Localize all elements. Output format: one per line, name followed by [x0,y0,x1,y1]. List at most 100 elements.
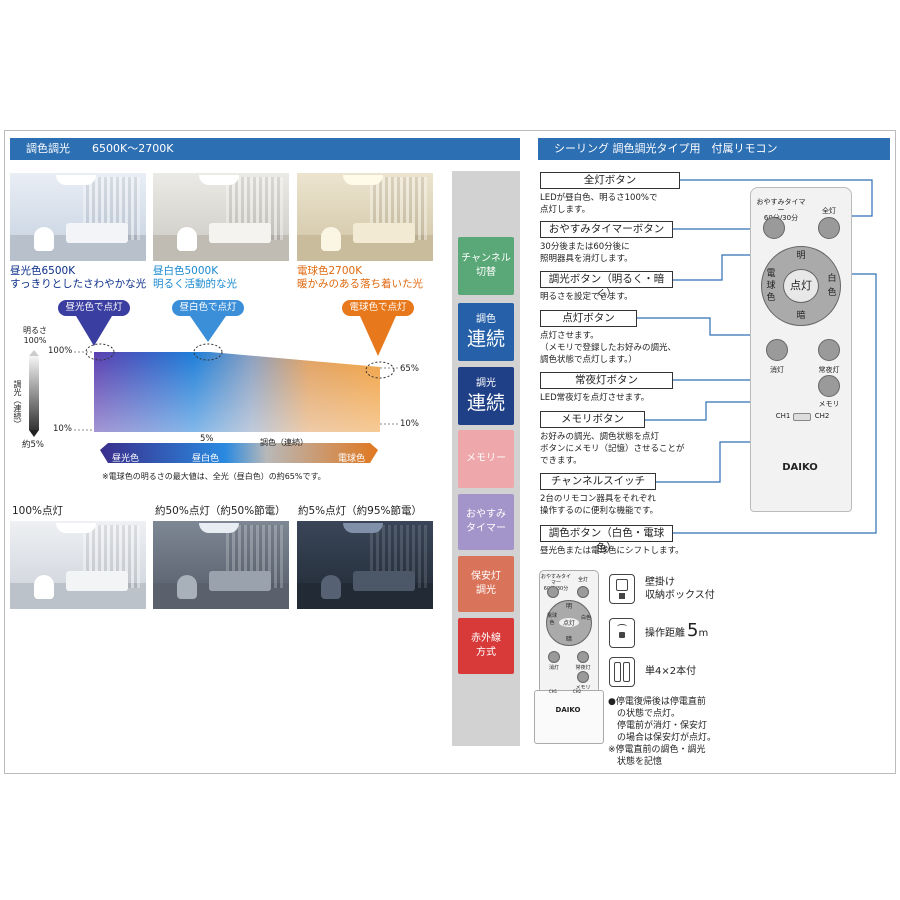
tag-color-small: 調色 [476,314,496,325]
remote-timer-text: おやすみタイマー [756,198,806,214]
desc-all-on: LEDが昼白色、明るさ100%で 点灯します。 [540,192,657,216]
dimming-label: 調光（連続） [13,380,22,428]
tag-infrared-2: 方式 [476,647,496,658]
bar-label-warm: 電球色 [338,454,366,464]
feature-wall-mount-2: 収納ボックス付 [645,590,715,601]
dial-warm-button[interactable]: 電 球 色 [763,268,779,306]
small-bright: 明 [565,603,572,610]
timer-button[interactable] [763,217,785,239]
label-all-on: 全灯ボタン [540,172,680,189]
dial-warm-3: 色 [766,293,776,303]
desc-on-1: 点灯させます。 [540,331,599,341]
caption-100: 100%点灯 [12,505,64,517]
brightness-label-100: 100% [23,336,47,345]
dial-dark-button[interactable]: 暗 [796,311,806,321]
caption-warm: 電球色2700K 暖かみのある落ち着いた光 [297,265,423,291]
arrow-label-warm: 電球色で点灯 [342,300,414,316]
small-memory-button [577,671,589,683]
label-night-light: 常夜灯ボタン [540,372,673,389]
battery-icon [609,657,635,687]
desc-dimming-1: 明るさを設定できます。 [540,292,633,302]
desc-memory-3: できます。 [540,456,582,466]
remote-range-icon [609,618,635,648]
note-4: の場合は保安灯が点灯。 [617,733,717,743]
room-photo-100 [10,521,146,609]
feature-wall-mount: 壁掛け 収納ボックス付 [645,576,715,602]
tag-color-big: 連続 [466,328,505,350]
feature-range-label: 操作距離 [645,628,685,639]
night-light-button[interactable] [818,339,840,361]
desc-on-3: 調色状態で点灯します。） [540,355,637,365]
tag-security-2: 調光 [476,585,496,596]
desc-memory-2: ボタンにメモリ（記憶）させることが [540,444,685,454]
x-5-label: 5% [200,434,214,444]
caption-daylight-2: すっきりとしたさわやかな光 [10,278,147,290]
marker-ellipse-warm [365,361,395,379]
night-light-label: 常夜灯 [818,366,840,374]
bar-label-neutral: 昼白色 [192,454,220,464]
desc-memory: お好みの調光、調色状態を点灯 ボタンにメモリ（記憶）させることが できます。 [540,431,685,467]
tag-dim-big: 連続 [466,392,505,414]
color-axis-label: 調色（連続） [260,438,308,447]
right-10-label: 10% [400,419,419,429]
small-on: 点灯 [559,618,579,627]
dial-white-2: 色 [827,288,837,298]
tag-sleep-1: おやすみ [466,509,506,520]
arrow-head-daylight [76,316,112,346]
feature-range: 操作距離 5 m [645,622,708,640]
right-65-label: 65% [400,364,419,374]
room-photo-neutral [153,173,289,261]
remote-all-on-label: 全灯 [822,207,836,215]
desc-memory-1: お好みの調光、調色状態を点灯 [540,432,660,442]
desc-on: 点灯させます。 （メモリで登録したお好みの調光、 調色状態で点灯します。） [540,330,676,366]
tag-security-light: 保安灯 調光 [458,556,514,612]
wall-mount-icon [609,574,635,604]
desc-sleep-2: 照明器具を消灯します。 [540,254,633,264]
desc-sleep-timer: 30分後または60分後に 照明器具を消灯します。 [540,241,633,265]
warm-brightness-note: ※電球色の明るさの最大値は、全光（昼白色）の約65%です。 [102,472,326,481]
desc-dimming: 明るさを設定できます。 [540,291,633,303]
memory-button[interactable] [818,375,840,397]
dial-white-1: 白 [827,274,837,284]
feature-wall-mount-1: 壁掛け [645,577,675,588]
room-photo-daylight [10,173,146,261]
remote-timer-label: おやすみタイマー 60分/30分 [756,198,806,222]
all-on-button[interactable] [818,217,840,239]
arrow-head-neutral [190,316,226,342]
desc-color-shift: 昼光色または電球色にシフトします。 [540,545,684,557]
small-ch1: CH1 [548,689,558,694]
arrow-label-daylight: 昼光色で点灯 [58,300,130,316]
ch1-label: CH1 [775,412,791,420]
arrow-head-warm [360,316,396,356]
note-3: 停電前が消灯・保安灯 [617,721,708,731]
caption-neutral-1: 昼白色5000K [153,265,219,277]
content-frame [4,130,896,774]
small-night-label: 常夜灯 [575,665,591,671]
desc-channel: 2台のリモコン器具をそれぞれ 操作するのに便利な機能です。 [540,493,658,517]
caption-daylight-1: 昼光色6500K [10,265,76,277]
desc-channel-1: 2台のリモコン器具をそれぞれ [540,494,656,504]
note-5: ※停電直前の調色・調光 [608,745,706,755]
caption-neutral-2: 明るく活動的な光 [153,278,237,290]
small-timer-button [547,586,559,598]
desc-sleep-1: 30分後または60分後に [540,242,630,252]
dial-warm-1: 電 [766,269,776,279]
marker-ellipse-neutral [193,343,223,361]
tag-channel-1: チャンネル [461,253,511,264]
small-off-label: 消灯 [548,665,559,671]
on-button[interactable]: 点灯 [783,269,819,303]
caption-daylight: 昼光色6500K すっきりとしたさわやかな光 [10,265,146,291]
channel-switch[interactable] [793,413,811,421]
remote-brand: DAIKO [782,462,818,473]
off-button[interactable] [766,339,788,361]
dial-bright-button[interactable]: 明 [796,251,806,261]
small-night-button [577,651,589,663]
tag-dim-continuous: 調光 連続 [458,367,514,425]
tag-security-1: 保安灯 [471,571,501,582]
dial-white-button[interactable]: 白 色 [824,272,840,302]
room-photo-5 [297,521,433,609]
desc-night-light: LED常夜灯を点灯させます。 [540,392,649,404]
small-timer-text: おやすみタイマー [541,574,572,586]
desc-night-1: LED常夜灯を点灯させます。 [540,393,650,403]
small-dark: 暗 [565,636,572,643]
